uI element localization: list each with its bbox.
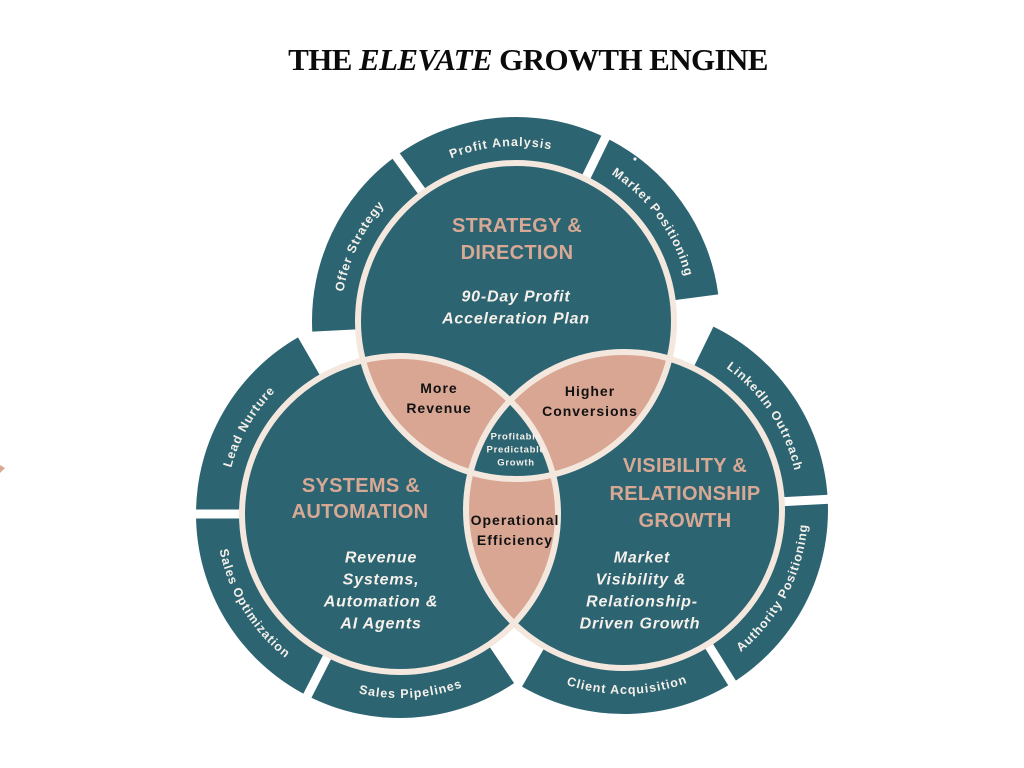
band-segment-lead-nurture — [196, 337, 330, 514]
visibility-title-line: RELATIONSHIP — [609, 483, 760, 505]
visibility-subtitle-line: Visibility & — [596, 572, 687, 589]
systems-subtitle-line: Systems, — [343, 572, 420, 589]
strategy-text: STRATEGY & DIRECTION 90-Day Profit Accel… — [441, 215, 590, 328]
center-core-label: Growth — [497, 458, 534, 469]
overlap-higher-conversions — [466, 352, 674, 479]
center-core-label: Predictable — [487, 445, 546, 456]
band-segment-market-positioning — [577, 137, 719, 303]
visibility-subtitle-line: Driven Growth — [580, 616, 701, 633]
title-emphasis: ELEVATE — [358, 42, 492, 77]
page-title: THE ELEVATE GROWTH ENGINE — [288, 42, 768, 77]
visibility-title-line: GROWTH — [639, 510, 732, 532]
visibility-title-line: VISIBILITY & — [623, 455, 747, 477]
overlap-more-revenue — [358, 356, 558, 479]
edge-decoration — [0, 465, 5, 473]
operational-efficiency-label: Operational — [471, 512, 560, 528]
visibility-subtitle-line: Market — [614, 550, 670, 567]
more-revenue-label: More — [420, 380, 457, 396]
band-segment-linkedin-outreach — [685, 326, 828, 503]
visibility-text: VISIBILITY & RELATIONSHIP GROWTH Market … — [580, 455, 761, 633]
title-suffix: GROWTH ENGINE — [499, 42, 768, 77]
systems-text: SYSTEMS & AUTOMATION Revenue Systems, Au… — [292, 475, 438, 633]
visibility-subtitle-line: Relationship- — [586, 594, 698, 611]
overlap-labels: More Revenue Higher Conversions Operatio… — [406, 380, 638, 548]
systems-subtitle-line: Revenue — [345, 550, 417, 567]
band-segment-offer-strategy — [312, 155, 434, 332]
ring-strategy — [355, 160, 677, 482]
strategy-title-line: STRATEGY & — [452, 215, 582, 237]
ring-systems — [239, 353, 561, 675]
strategy-title-line: DIRECTION — [461, 242, 574, 264]
strategy-subtitle-line: Acceleration Plan — [441, 311, 590, 328]
band-segment-authority-positioning — [698, 499, 828, 683]
systems-subtitle-line: Automation & — [323, 594, 438, 611]
ring-visibility — [463, 349, 785, 671]
higher-conversions-label: Higher — [565, 383, 615, 399]
operational-efficiency-label: Efficiency — [477, 532, 553, 548]
more-revenue-label: Revenue — [406, 400, 471, 416]
center-core-label: Profitable — [491, 432, 542, 443]
systems-title-line: SYSTEMS & — [302, 475, 420, 497]
market-positioning-dot — [633, 157, 637, 161]
title-prefix: THE — [288, 42, 352, 77]
systems-subtitle-line: AI Agents — [339, 616, 421, 633]
higher-conversions-label: Conversions — [542, 403, 638, 419]
systems-title-line: AUTOMATION — [292, 501, 429, 523]
band-segment-sales-optimization — [196, 514, 337, 696]
strategy-subtitle-line: 90-Day Profit — [461, 289, 570, 306]
